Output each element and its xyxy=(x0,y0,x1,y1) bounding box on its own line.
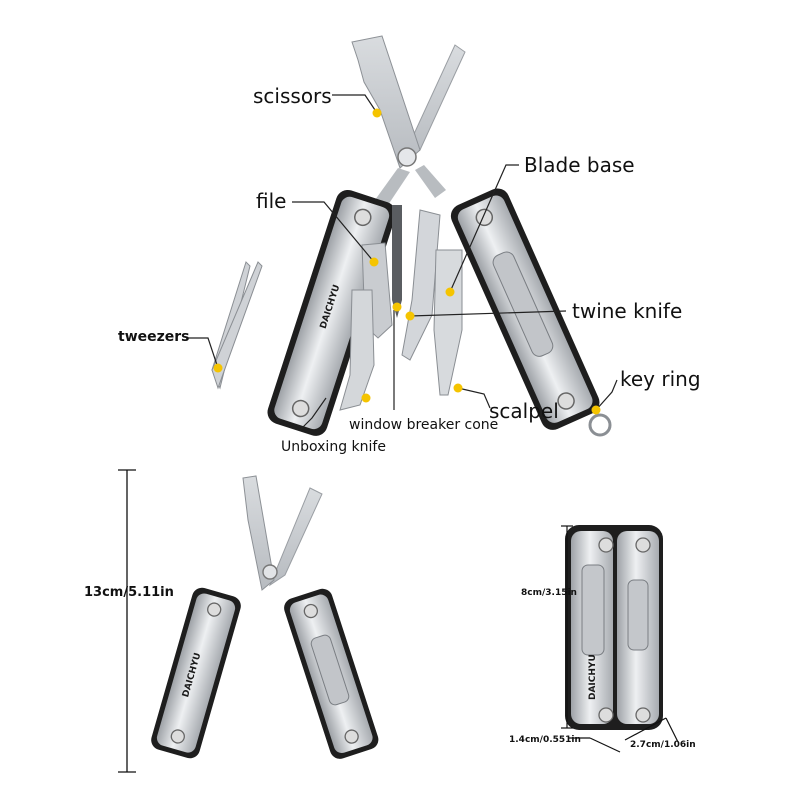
label-unboxing-knife: Unboxing knife xyxy=(281,439,386,455)
dimension-thickness: 1.4cm/0.551in xyxy=(509,735,581,745)
folded-tool: DAICHYU xyxy=(565,525,663,730)
svg-text:DAICHYU: DAICHYU xyxy=(588,654,598,700)
label-twine-knife: twine knife xyxy=(572,299,683,323)
dimension-folded-length: 8cm/3.15in xyxy=(521,588,577,598)
label-window-breaker-cone: window breaker cone xyxy=(349,417,499,433)
open-tool: DAICHYU xyxy=(151,475,379,759)
label-scalpel: scalpel xyxy=(489,399,559,423)
dimension-width: 2.7cm/1.06in xyxy=(630,740,696,750)
right-handle xyxy=(450,188,600,430)
leader-lines xyxy=(186,94,618,431)
length-dimension-line xyxy=(118,469,136,773)
callout-markers xyxy=(213,108,601,415)
label-file: file xyxy=(256,189,287,213)
scissors-blades xyxy=(351,35,466,205)
label-key-ring: key ring xyxy=(620,367,701,391)
label-tweezers: tweezers xyxy=(118,329,190,345)
label-scissors: scissors xyxy=(253,84,332,108)
dimension-length: 13cm/5.11in xyxy=(84,585,174,600)
folded-dimension-lines xyxy=(561,525,679,753)
label-blade-base: Blade base xyxy=(524,153,635,177)
top-tool: DAICHYU xyxy=(211,35,612,437)
